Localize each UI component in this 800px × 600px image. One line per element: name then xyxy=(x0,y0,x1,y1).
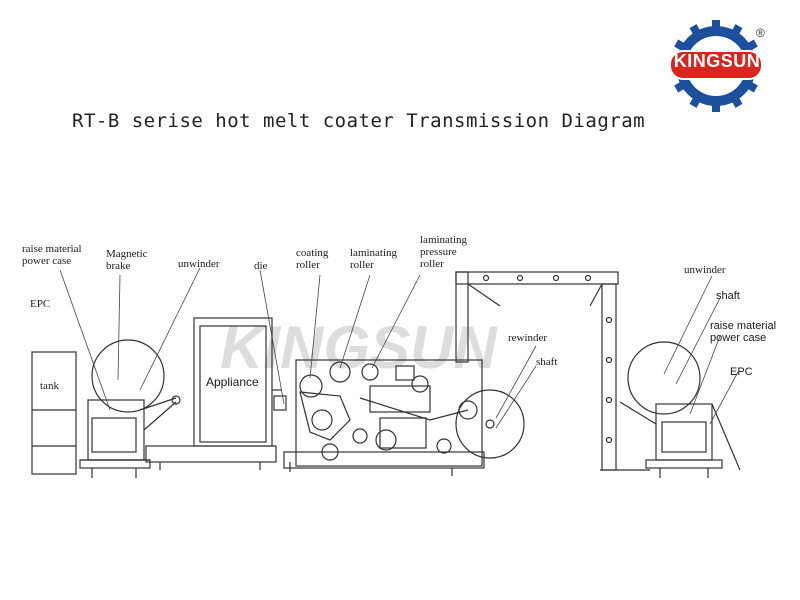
label-laminating-pressure-roller: laminating pressure roller xyxy=(420,234,468,270)
label-shaft-center: shaft xyxy=(536,356,558,368)
label-tank: tank xyxy=(40,380,59,392)
label-raise-material-power-case-right: raise material power case xyxy=(710,320,777,344)
rewinder-unit xyxy=(455,389,525,459)
left-unwinder-station xyxy=(79,339,181,478)
right-unwinder-station xyxy=(619,341,741,478)
label-epc-left: EPC xyxy=(30,298,51,310)
diagram-title: RT-B serise hot melt coater Transmission… xyxy=(72,110,646,132)
label-epc-right: EPC xyxy=(730,366,753,378)
label-magnetic-brake: Magnetic brake xyxy=(106,248,148,272)
gear-icon xyxy=(669,20,763,112)
label-coating-roller: coating roller xyxy=(296,247,329,271)
kingsun-gear-logo xyxy=(669,20,763,112)
label-unwinder-left: unwinder xyxy=(178,258,220,270)
registered-mark: ® xyxy=(756,26,765,40)
leader-lines xyxy=(59,267,739,429)
tank-unit xyxy=(31,351,77,475)
bridge-frame xyxy=(455,271,650,471)
label-unwinder-right: unwinder xyxy=(684,264,726,276)
label-shaft-right: shaft xyxy=(716,290,740,302)
label-die: die xyxy=(254,260,268,272)
label-rewinder: rewinder xyxy=(508,332,548,344)
label-raise-material-power-case-left: raise material power case xyxy=(22,243,82,267)
label-laminating-roller: laminating roller xyxy=(350,247,398,271)
base-rail xyxy=(145,445,277,470)
logo-text: KINGSUN xyxy=(673,51,761,71)
label-appliance: Appliance xyxy=(206,375,259,389)
